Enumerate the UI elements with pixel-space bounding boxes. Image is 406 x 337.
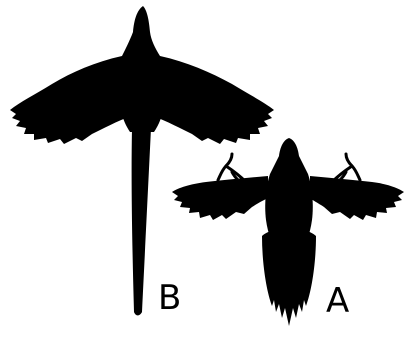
silhouette-a-left-leg — [218, 154, 246, 182]
silhouette-a-right-wing — [310, 176, 404, 220]
silhouette-a-left-wing — [172, 176, 268, 220]
silhouette-b-left-wing — [10, 56, 128, 144]
silhouette-a-tail — [262, 229, 316, 327]
silhouette-b-tail — [132, 128, 151, 315]
label-b: B — [158, 281, 181, 315]
label-a: A — [326, 284, 349, 318]
silhouette-b-right-wing — [156, 56, 274, 144]
silhouette-a-right-leg — [332, 154, 360, 182]
silhouette-b-body — [119, 56, 166, 132]
silhouette-b-head — [122, 6, 160, 56]
silhouette-a-head — [270, 138, 308, 174]
silhouette-b — [10, 6, 274, 315]
silhouette-a — [172, 138, 404, 326]
